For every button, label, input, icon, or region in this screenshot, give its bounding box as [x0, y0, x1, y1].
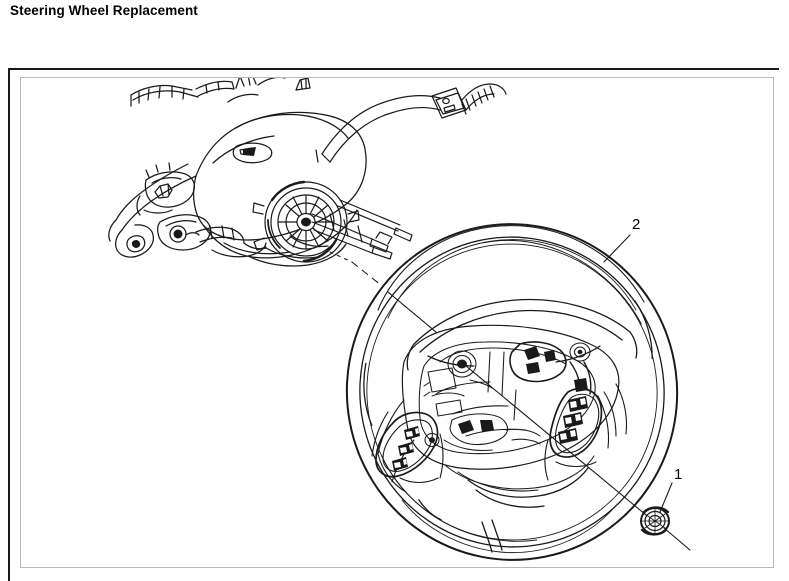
right-spoke-switch-pad — [544, 383, 628, 481]
page-title: Steering Wheel Replacement — [10, 3, 198, 18]
callout-leader-lines — [465, 234, 691, 551]
callout-label-2: 2 — [632, 216, 641, 233]
left-spoke-switch-pad — [371, 399, 444, 493]
figure-outer-frame — [8, 68, 779, 581]
steering-wheel-retaining-nut — [640, 506, 670, 536]
steering-wheel — [345, 223, 679, 561]
callout-label-1: 1 — [674, 466, 683, 483]
assembly-alignment-dashed-line — [329, 251, 437, 333]
steering-column-assembly — [108, 78, 367, 267]
steering-shaft-splined-end — [252, 180, 413, 263]
wiring-harness-connector — [315, 83, 507, 163]
